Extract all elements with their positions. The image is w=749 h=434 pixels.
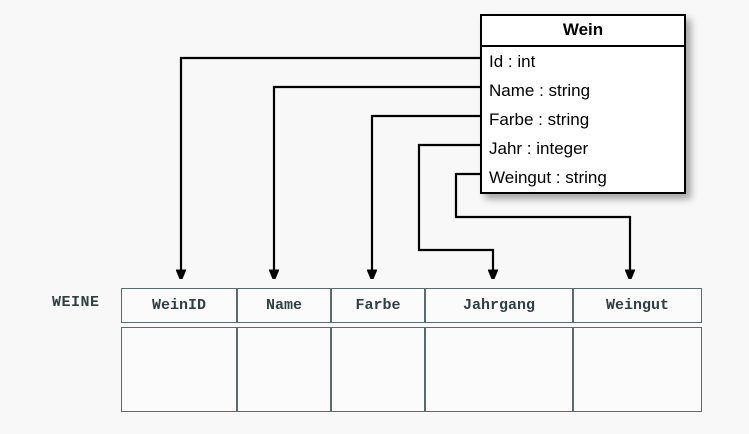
arrow-name-to-name xyxy=(274,85,480,270)
arrow-id-to-weinid xyxy=(181,56,480,270)
uml-attribute-weingut: Weingut : string xyxy=(489,168,607,187)
uml-attribute-jahr: Jahr : integer xyxy=(489,139,589,158)
column-header-weinid[interactable]: WeinID xyxy=(121,288,237,323)
table-row xyxy=(121,327,702,412)
table-header-row: WeinID Name Farbe Jahrgang Weingut xyxy=(121,288,702,323)
uml-class-name: Wein xyxy=(482,16,684,47)
table-cell-weingut[interactable] xyxy=(573,327,702,412)
relational-table: WeinID Name Farbe Jahrgang Weingut xyxy=(121,288,702,412)
uml-attribute-list: Id : int Name : string Farbe : string Ja… xyxy=(482,47,684,192)
column-header-name[interactable]: Name xyxy=(237,288,331,323)
uml-class-box[interactable]: Wein Id : int Name : string Farbe : stri… xyxy=(480,14,686,194)
uml-attribute-id: Id : int xyxy=(489,52,536,71)
table-cell-jahrgang[interactable] xyxy=(425,327,573,412)
uml-attribute-farbe: Farbe : string xyxy=(489,110,590,129)
table-cell-weinid[interactable] xyxy=(121,327,237,412)
table-cell-name[interactable] xyxy=(237,327,331,412)
arrow-farbe-to-farbe xyxy=(372,114,480,270)
column-header-farbe[interactable]: Farbe xyxy=(331,288,425,323)
column-header-weingut[interactable]: Weingut xyxy=(573,288,702,323)
relational-table-label: WEINE xyxy=(52,294,100,311)
uml-attribute-name: Name : string xyxy=(489,81,591,100)
table-cell-farbe[interactable] xyxy=(331,327,425,412)
column-header-jahrgang[interactable]: Jahrgang xyxy=(425,288,573,323)
